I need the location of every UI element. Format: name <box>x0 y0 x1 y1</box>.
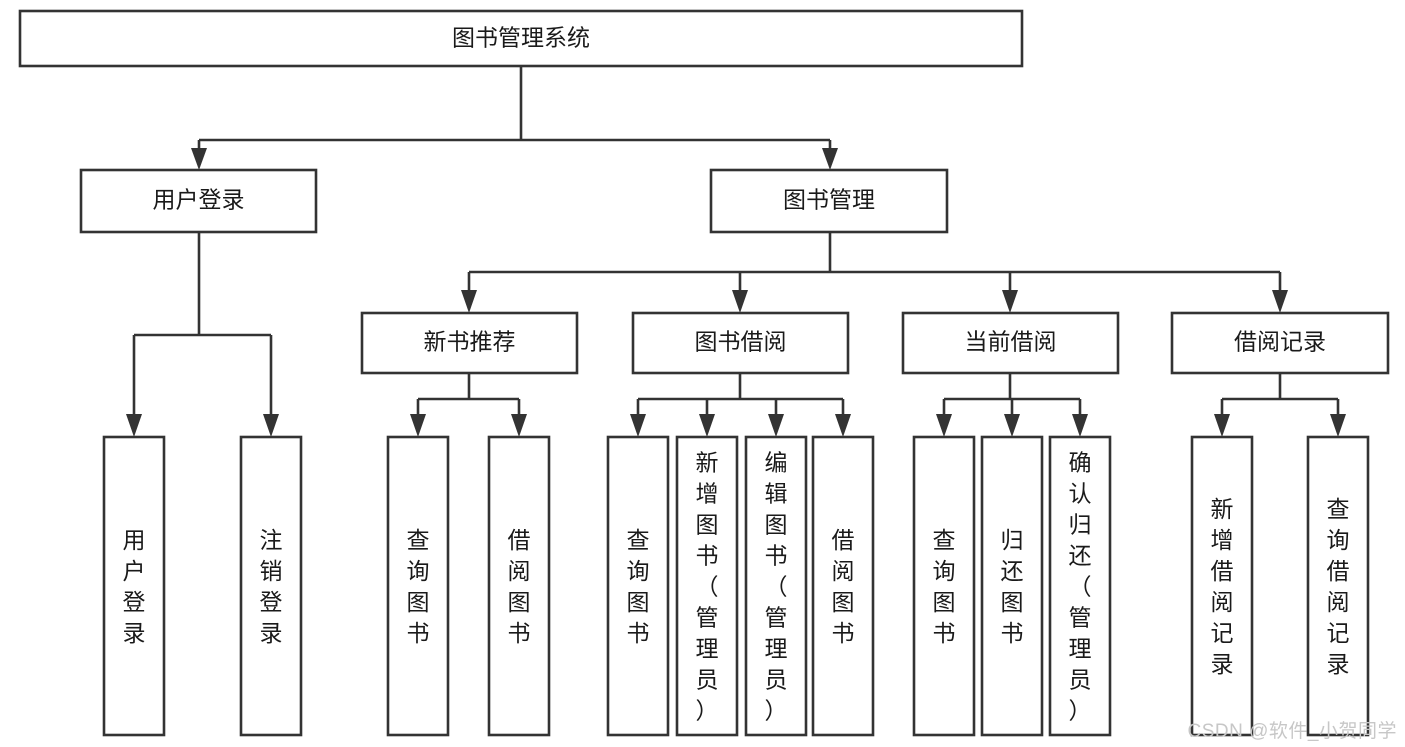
arrow-login <box>191 148 207 170</box>
csdn-watermark: CSDN @软件_小贺同学 <box>1187 721 1397 742</box>
arrow-leaf10 <box>1004 414 1020 437</box>
node-leaf6[interactable]: 新增图书（管理员） <box>675 435 739 737</box>
node-borrow-box[interactable] <box>631 311 850 375</box>
node-leaf9-box[interactable] <box>912 435 976 737</box>
arrow-leaf4 <box>511 414 527 437</box>
node-leaf10-label: 归还图书 <box>1001 527 1024 646</box>
node-leaf5-label: 查询图书 <box>627 527 650 646</box>
node-leaf11-label: 确认归还（管理员） <box>1069 450 1092 724</box>
node-leaf12[interactable]: 新增借阅记录 <box>1190 435 1254 737</box>
node-leaf9[interactable]: 查询图书 <box>912 435 976 737</box>
arrow-leaf8 <box>835 414 851 437</box>
node-record[interactable]: 借阅记录 <box>1170 311 1390 375</box>
node-bookmgmt-label: 图书管理 <box>783 187 875 213</box>
node-leaf7[interactable]: 编辑图书（管理员） <box>744 435 808 737</box>
node-leaf12-box[interactable] <box>1190 435 1254 737</box>
node-leaf3-label: 查询图书 <box>407 527 430 646</box>
node-leaf2[interactable]: 注销登录 <box>239 435 303 737</box>
node-leaf6-label: 新增图书（管理员） <box>696 450 719 724</box>
node-leaf7-box[interactable] <box>744 435 808 737</box>
node-leaf2-box[interactable] <box>239 435 303 737</box>
node-leaf3[interactable]: 查询图书 <box>386 435 450 737</box>
arrow-newbook <box>461 290 477 313</box>
node-leaf5-box[interactable] <box>606 435 670 737</box>
node-leaf11[interactable]: 确认归还（管理员） <box>1048 435 1112 737</box>
node-leaf4-box[interactable] <box>487 435 551 737</box>
node-bookmgmt[interactable]: 图书管理 <box>709 168 949 234</box>
arrow-leaf2 <box>263 414 279 437</box>
node-login-box[interactable] <box>79 168 318 234</box>
node-borrow[interactable]: 图书借阅 <box>631 311 850 375</box>
connector-layer <box>126 66 1346 437</box>
node-leaf3-box[interactable] <box>386 435 450 737</box>
node-leaf7-label: 编辑图书（管理员） <box>765 450 788 724</box>
node-bookmgmt-box[interactable] <box>709 168 949 234</box>
node-leaf4[interactable]: 借阅图书 <box>487 435 551 737</box>
node-newbook[interactable]: 新书推荐 <box>360 311 579 375</box>
node-leaf5[interactable]: 查询图书 <box>606 435 670 737</box>
node-leaf13-label: 查询借阅记录 <box>1327 496 1350 677</box>
arrow-leaf5 <box>630 414 646 437</box>
node-leaf8[interactable]: 借阅图书 <box>811 435 875 737</box>
arrow-leaf13 <box>1330 414 1346 437</box>
node-root-box[interactable] <box>18 9 1024 68</box>
node-root[interactable]: 图书管理系统 <box>18 9 1024 68</box>
arrow-leaf1 <box>126 414 142 437</box>
node-newbook-label: 新书推荐 <box>424 329 516 355</box>
node-leaf8-label: 借阅图书 <box>832 527 855 646</box>
arrow-leaf7 <box>768 414 784 437</box>
node-leaf13-box[interactable] <box>1306 435 1370 737</box>
arrow-bookmgmt <box>822 148 838 170</box>
node-leaf1-box[interactable] <box>102 435 166 737</box>
node-current[interactable]: 当前借阅 <box>901 311 1120 375</box>
arrow-record <box>1272 290 1288 313</box>
node-leaf1-label: 用户登录 <box>123 527 146 646</box>
node-borrow-label: 图书借阅 <box>695 329 787 355</box>
node-leaf10-box[interactable] <box>980 435 1044 737</box>
node-root-label: 图书管理系统 <box>452 25 590 51</box>
node-current-label: 当前借阅 <box>965 329 1057 355</box>
arrow-leaf9 <box>936 414 952 437</box>
node-leaf12-label: 新增借阅记录 <box>1211 496 1234 677</box>
node-leaf1[interactable]: 用户登录 <box>102 435 166 737</box>
arrow-leaf3 <box>410 414 426 437</box>
arrow-leaf11 <box>1072 414 1088 437</box>
node-record-label: 借阅记录 <box>1234 329 1326 355</box>
node-record-box[interactable] <box>1170 311 1390 375</box>
node-login[interactable]: 用户登录 <box>79 168 318 234</box>
node-leaf2-label: 注销登录 <box>260 527 283 646</box>
node-newbook-box[interactable] <box>360 311 579 375</box>
node-leaf13[interactable]: 查询借阅记录 <box>1306 435 1370 737</box>
node-leaf4-label: 借阅图书 <box>508 527 531 646</box>
arrow-leaf12 <box>1214 414 1230 437</box>
arrow-current <box>1002 290 1018 313</box>
node-current-box[interactable] <box>901 311 1120 375</box>
node-leaf6-box[interactable] <box>675 435 739 737</box>
node-leaf8-box[interactable] <box>811 435 875 737</box>
node-leaf10[interactable]: 归还图书 <box>980 435 1044 737</box>
arrow-borrow <box>732 290 748 313</box>
node-leaf9-label: 查询图书 <box>933 527 956 646</box>
arrow-leaf6 <box>699 414 715 437</box>
node-login-label: 用户登录 <box>153 187 245 213</box>
node-leaf11-box[interactable] <box>1048 435 1112 737</box>
